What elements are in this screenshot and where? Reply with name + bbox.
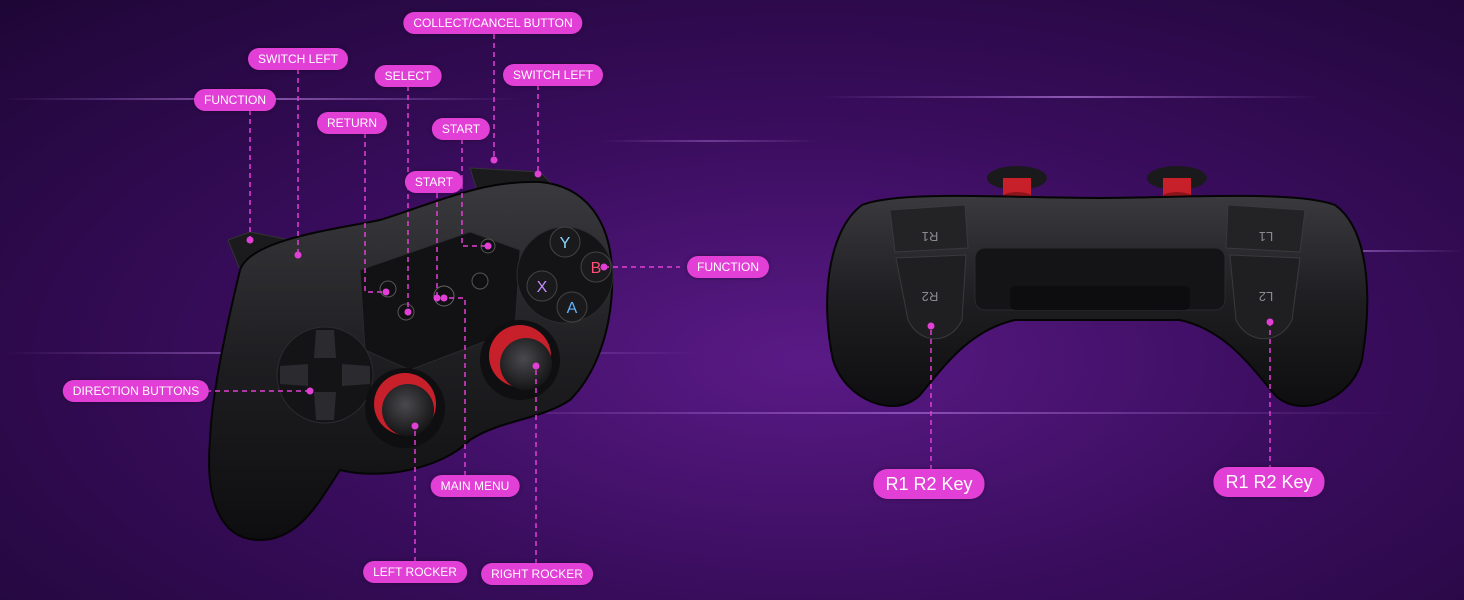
l2-mark: L2 xyxy=(1259,289,1273,304)
right-stick xyxy=(480,320,560,400)
d-pad xyxy=(276,326,374,424)
light-streak xyxy=(420,412,1400,414)
label-left-rocker: LEFT ROCKER xyxy=(363,561,467,583)
y-button-glyph: Y xyxy=(560,235,571,252)
label-start-upper: START xyxy=(431,118,491,140)
light-streak xyxy=(820,96,1320,98)
label-collect-cancel-button: COLLECT/CANCEL BUTTON xyxy=(403,12,583,34)
x-button-glyph: X xyxy=(537,279,548,296)
a-button xyxy=(556,291,588,323)
r1-trigger xyxy=(889,204,969,253)
label-return: RETURN xyxy=(317,112,387,134)
x-button xyxy=(526,270,558,302)
label-switch-left-1: SWITCH LEFT xyxy=(248,48,348,70)
b-button-glyph: B xyxy=(591,260,602,277)
label-right-rocker: RIGHT ROCKER xyxy=(481,563,593,585)
label-r1-r2-key-left: R1 R2 Key xyxy=(873,469,985,499)
label-start-lower: START xyxy=(404,171,464,193)
l1-trigger xyxy=(1225,204,1306,253)
label-direction-buttons: DIRECTION BUTTONS xyxy=(62,380,210,402)
b-button xyxy=(580,251,612,283)
callout-lines xyxy=(206,34,1271,564)
a-button-glyph: A xyxy=(567,300,578,317)
l1-mark: L1 xyxy=(1259,229,1273,244)
callout-dots xyxy=(246,156,1274,430)
r2-trigger xyxy=(895,254,967,340)
label-function-top: FUNCTION xyxy=(194,89,276,111)
r2-mark: R2 xyxy=(922,289,939,304)
front-controller: Y B X A xyxy=(208,167,614,542)
label-switch-left-2: SWITCH LEFT xyxy=(503,64,603,86)
light-streak xyxy=(600,140,820,142)
l2-trigger xyxy=(1229,254,1301,340)
left-stick xyxy=(365,368,445,448)
label-select: SELECT xyxy=(374,65,442,87)
label-function-right: FUNCTION xyxy=(687,256,769,278)
start-button xyxy=(471,272,489,290)
label-main-menu: MAIN MENU xyxy=(430,475,520,497)
y-button xyxy=(549,226,581,258)
label-r1-r2-key-right: R1 R2 Key xyxy=(1213,467,1325,497)
back-controller: R1 R2 L1 L2 xyxy=(826,166,1369,407)
r1-mark: R1 xyxy=(922,229,939,244)
